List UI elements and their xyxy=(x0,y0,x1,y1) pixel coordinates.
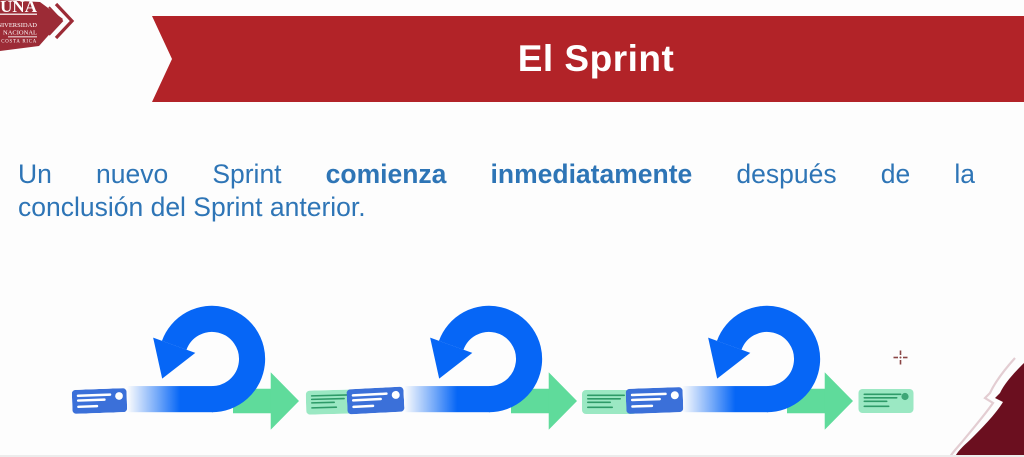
task-card-blue-1 xyxy=(72,388,128,414)
title-banner: El Sprint xyxy=(152,16,1024,102)
sprint-loop-icon-3 xyxy=(682,302,822,416)
body-line-1: Un nuevo Sprint comienza inmediatamente despu… xyxy=(18,158,975,191)
logo-chevrons-icon xyxy=(48,2,75,40)
crosshair-cursor-icon xyxy=(893,350,908,365)
sprint-loop-icon-2 xyxy=(404,302,544,416)
body-word: Un xyxy=(18,159,52,189)
sprint-loop-icon-1 xyxy=(127,302,267,416)
body-paragraph: Un nuevo Sprint comienza inmediatamente despu… xyxy=(18,158,975,224)
corner-flame-decoration xyxy=(949,357,1024,457)
body-word: comienza xyxy=(325,159,447,189)
body-word: nuevo xyxy=(96,159,169,189)
body-word: después xyxy=(736,159,837,189)
logo-line-costa-rica: COSTA RICA xyxy=(1,40,37,45)
logo-line-nacional: NACIONAL xyxy=(3,30,37,37)
logo-line-universidad: UNIVERSIDAD xyxy=(0,22,37,29)
task-card-blue-2 xyxy=(346,386,404,416)
body-line-2: conclusión del Sprint anterior. xyxy=(18,192,366,222)
body-word: la xyxy=(954,159,975,189)
body-word: de xyxy=(880,159,911,189)
bottom-edge-line xyxy=(0,455,1024,457)
body-word: Sprint xyxy=(212,159,282,189)
task-card-green-4 xyxy=(858,389,914,413)
logo-acronym: UNA xyxy=(0,0,38,16)
task-card-blue-3 xyxy=(626,386,684,415)
una-university-logo: UNA UNIVERSIDAD NACIONAL COSTA RICA xyxy=(0,0,75,51)
slide-title: El Sprint xyxy=(517,38,675,79)
body-word: inmediatamente xyxy=(490,159,693,189)
